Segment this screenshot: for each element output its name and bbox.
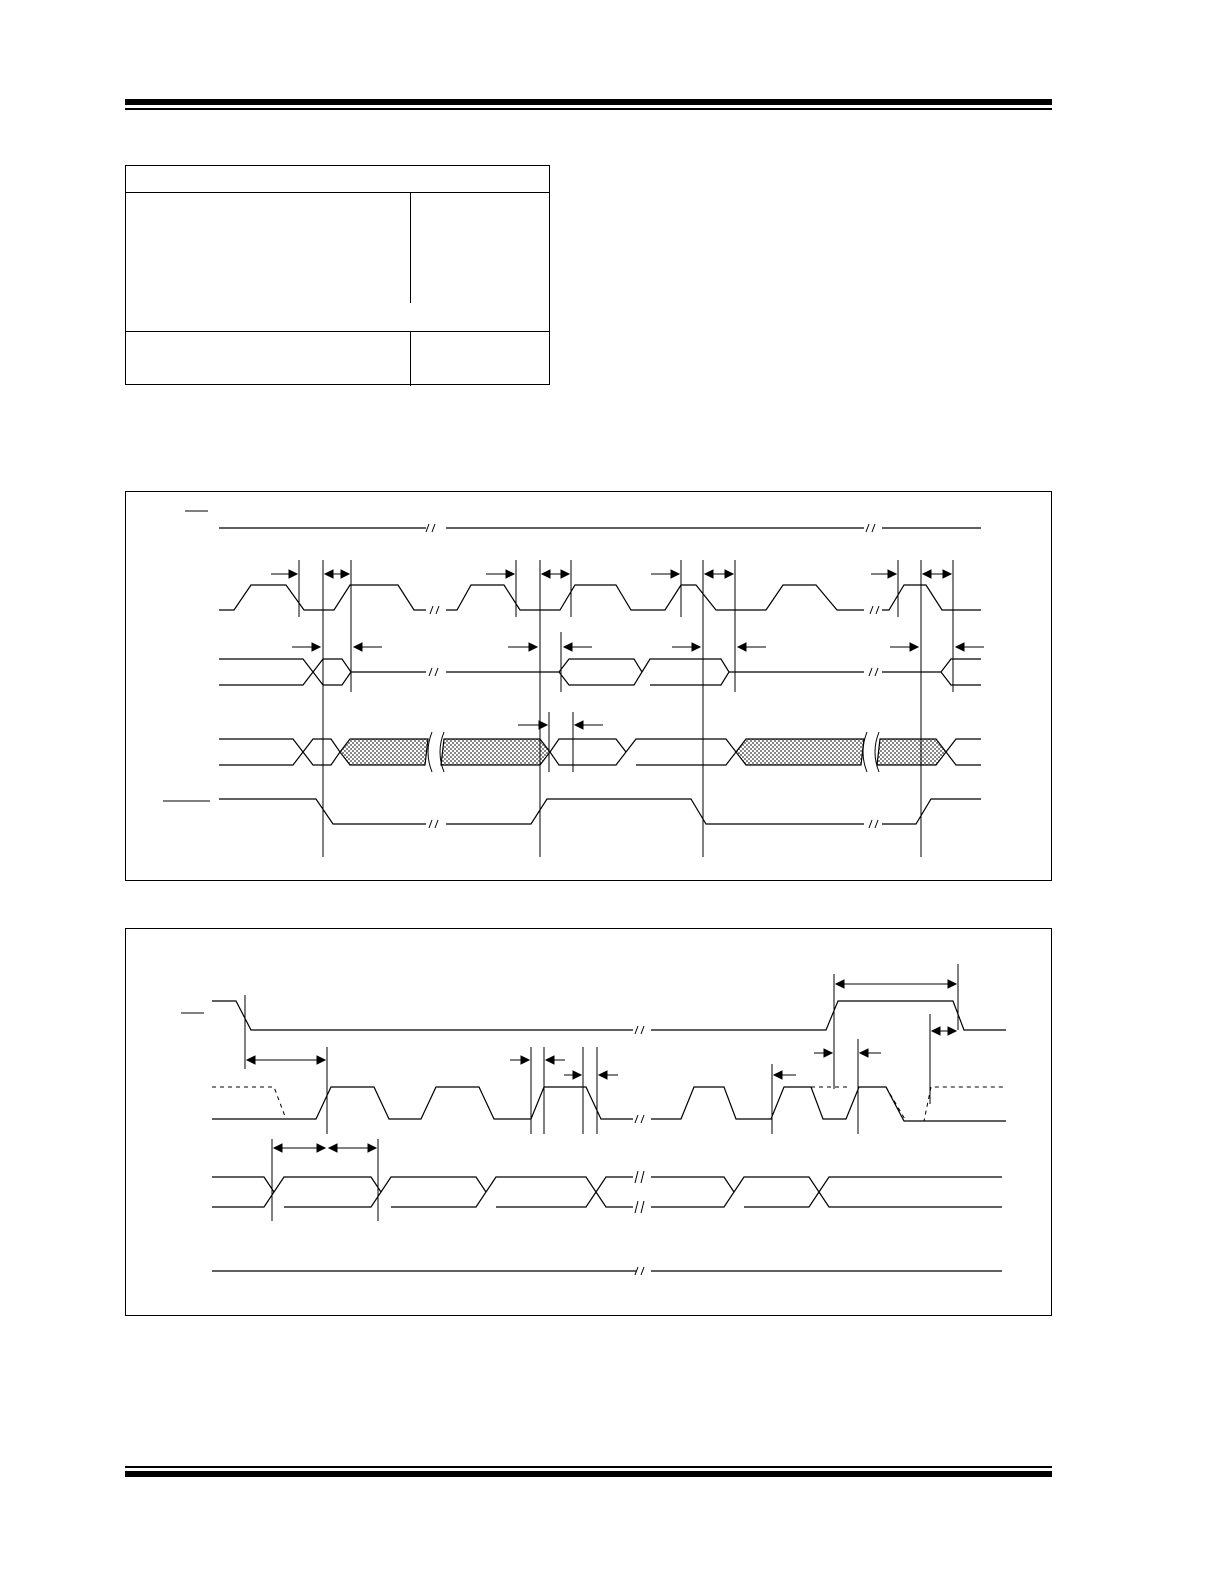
break-mark-icon <box>428 667 439 677</box>
hatched-invalid-region <box>735 738 865 766</box>
clock-signal <box>219 584 981 611</box>
timing-diagram-1-svg <box>163 510 984 857</box>
right-arrow-icon <box>871 569 898 579</box>
chip-select-signal <box>219 798 981 825</box>
left-arrow-icon <box>352 642 382 652</box>
break-mark-icon <box>634 1266 645 1276</box>
hatched-invalid-region <box>876 738 947 766</box>
left-arrow-icon <box>736 642 766 652</box>
left-arrow-icon <box>772 1070 796 1080</box>
double-arrow-icon <box>703 569 735 579</box>
double-arrow-icon <box>540 569 571 579</box>
right-arrow-icon <box>672 642 702 652</box>
spec-table <box>125 165 550 386</box>
double-arrow-icon <box>327 1143 378 1153</box>
hatched-invalid-region <box>440 738 551 766</box>
double-arrow-icon <box>834 979 958 989</box>
right-arrow-icon <box>814 1048 834 1058</box>
table-title-row <box>126 166 549 193</box>
break-mark-icon <box>868 667 879 677</box>
data-out-signal <box>219 738 981 766</box>
break-mark-icon <box>428 819 439 829</box>
left-arrow-icon <box>954 642 984 652</box>
timing-reference-lines <box>244 964 959 1221</box>
double-arrow-icon <box>323 569 351 579</box>
right-arrow-icon <box>651 569 681 579</box>
chip-select-signal <box>212 1000 1006 1031</box>
right-arrow-icon <box>518 720 549 730</box>
left-arrow-icon <box>858 1048 881 1058</box>
break-mark-icon <box>634 1114 645 1124</box>
break-mark-icon <box>429 605 440 615</box>
clock-idle-dashed <box>212 1086 287 1120</box>
data-in-signal <box>212 1176 1002 1208</box>
header-rule-thin <box>125 108 1052 110</box>
break-mark-icon <box>862 731 880 773</box>
right-arrow-icon <box>292 642 322 652</box>
break-mark-icon <box>865 523 876 533</box>
table-column-divider-lower <box>410 331 411 386</box>
timing-diagram-2-svg <box>181 964 1006 1276</box>
timing-diagram-2 <box>125 928 1052 1316</box>
timing-diagram-1 <box>125 491 1052 881</box>
right-arrow-icon <box>271 569 299 579</box>
right-arrow-icon <box>508 642 539 652</box>
double-arrow-icon <box>930 1026 958 1036</box>
double-arrow-icon <box>272 1143 327 1153</box>
double-arrow-icon <box>921 569 953 579</box>
right-arrow-icon <box>564 1070 583 1080</box>
left-arrow-icon <box>573 720 603 730</box>
timing-reference-lines <box>298 560 954 857</box>
break-mark-icon <box>427 731 445 773</box>
left-arrow-icon <box>544 1055 565 1065</box>
footer-rule-thick <box>125 1471 1052 1477</box>
data-in-signal <box>219 658 981 686</box>
hatched-invalid-region <box>339 738 429 766</box>
clock-signal <box>212 1086 1006 1122</box>
left-arrow-icon <box>597 1070 618 1080</box>
left-arrow-icon <box>562 642 592 652</box>
right-arrow-icon <box>890 642 920 652</box>
break-mark-icon <box>634 1025 645 1035</box>
clock-idle-dashed <box>811 1086 1006 1122</box>
break-mark-icon <box>868 819 879 829</box>
footer-rule-thin <box>125 1466 1052 1468</box>
break-mark-icon <box>425 523 436 533</box>
right-arrow-icon <box>510 1055 531 1065</box>
header-rule-thick <box>125 99 1052 105</box>
table-column-divider <box>410 193 411 303</box>
table-row-divider <box>126 331 549 332</box>
break-mark-icon <box>869 605 880 615</box>
double-arrow-icon <box>245 1055 327 1065</box>
break-mark-icon <box>634 1170 645 1214</box>
right-arrow-icon <box>486 569 516 579</box>
